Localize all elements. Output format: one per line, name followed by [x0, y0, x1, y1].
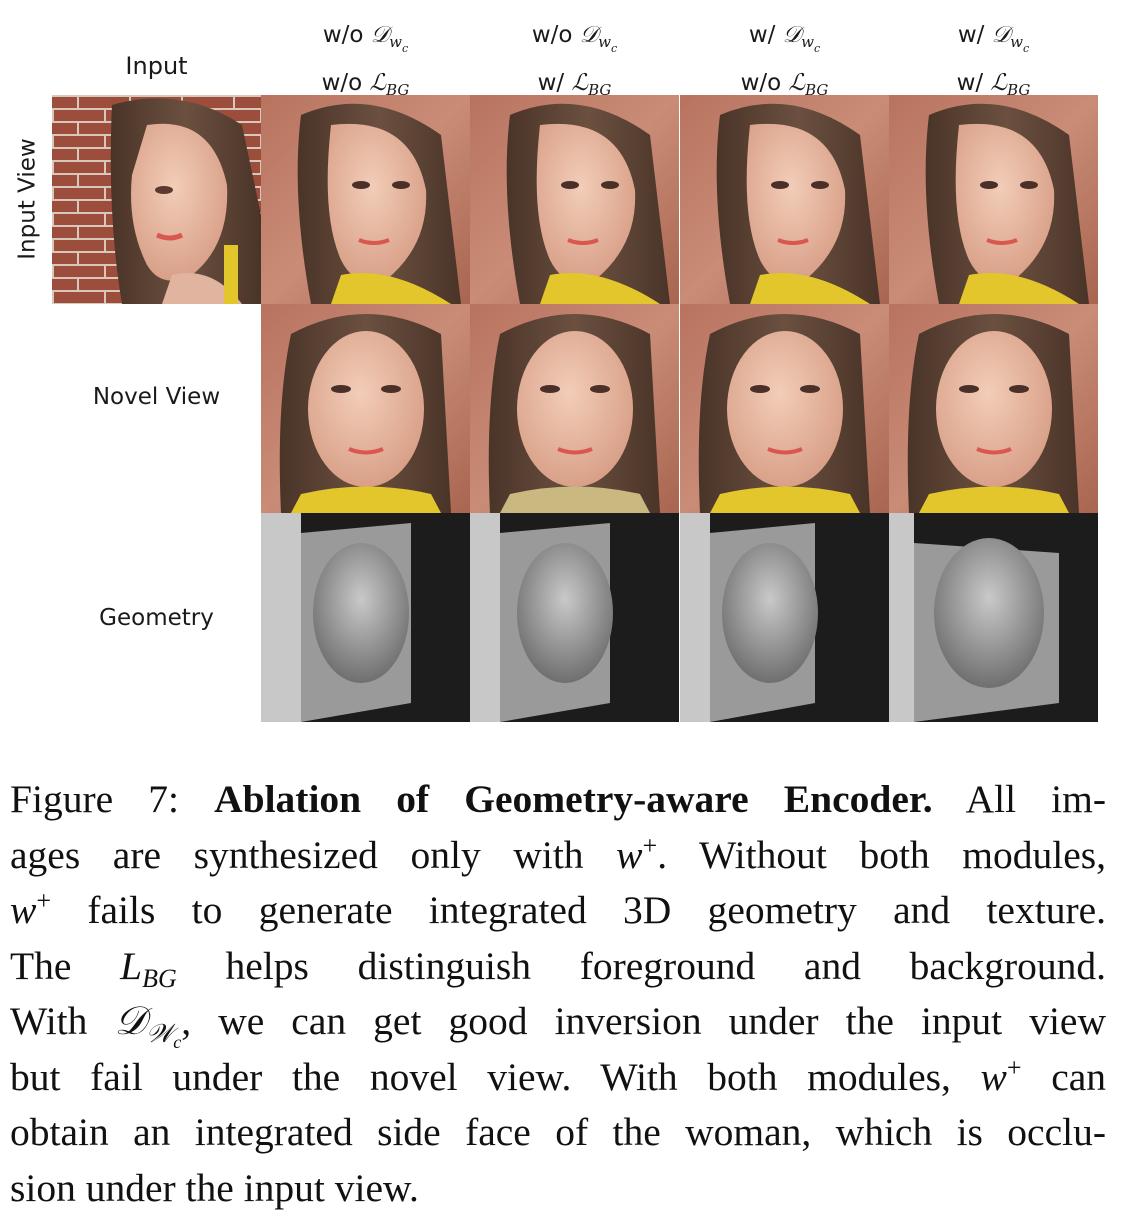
caption-line-1: Figure 7: Ablation of Geometry-aware Enc…: [10, 777, 1107, 821]
col4-line2-prefix: w/: [956, 70, 991, 96]
col1-line1-symbol: 𝒟wc: [370, 22, 409, 55]
column-header-input: Input: [125, 52, 188, 80]
col4-line2-symbol: ℒBG: [990, 70, 1031, 99]
col2-line2-prefix: w/: [537, 70, 572, 96]
col3-line2-prefix: w/o: [740, 70, 789, 96]
column-header-3: w/ 𝒟wc w/o ℒBG: [680, 18, 889, 107]
col1-line2-symbol: ℒBG: [369, 70, 410, 99]
caption-line-6: but fail under the novel view. With both…: [10, 1052, 1107, 1099]
col3-line1-symbol: 𝒟wc: [782, 22, 821, 55]
image-c3-geometry: [680, 513, 889, 722]
image-c3-input-view: [680, 95, 889, 304]
row-label-novel-view: Novel View: [92, 384, 221, 410]
column-header-4: w/ 𝒟wc w/ ℒBG: [889, 18, 1098, 107]
image-c3-novel-view: [680, 304, 889, 513]
caption-line-4: The LBG helps distinguish foreground and…: [10, 943, 1107, 993]
col2-line1-symbol: 𝒟wc: [579, 22, 618, 55]
caption-line-2: ages are synthesized only with w+. Witho…: [10, 830, 1107, 877]
col1-line1-prefix: w/o: [322, 22, 371, 48]
image-c2-novel-view: [470, 304, 679, 513]
image-c1-input-view: [261, 95, 470, 304]
caption-line-5: With 𝒟𝒲c, we can get good inversion unde…: [10, 999, 1106, 1052]
col2-line1-prefix: w/o: [531, 22, 580, 48]
col4-line1-symbol: 𝒟wc: [991, 22, 1030, 55]
image-c4-novel-view: [889, 304, 1098, 513]
image-c4-geometry: [889, 513, 1098, 722]
col1-line2-prefix: w/o: [321, 70, 370, 96]
figure-caption: Figure 7: Ablation of Geometry-aware Enc…: [10, 772, 1106, 1216]
image-c2-input-view: [470, 95, 679, 304]
caption-line-7: obtain an integrated side face of the wo…: [10, 1110, 1106, 1154]
image-c1-novel-view: [261, 304, 470, 513]
image-c1-geometry: [261, 513, 470, 722]
row-label-geometry: Geometry: [99, 605, 214, 631]
caption-line-8: sion under the input view.: [10, 1165, 419, 1210]
column-header-1: w/o 𝒟wc w/o ℒBG: [261, 18, 470, 107]
col2-line2-symbol: ℒBG: [571, 70, 612, 99]
column-header-2: w/o 𝒟wc w/ ℒBG: [470, 18, 679, 107]
image-c2-geometry: [470, 513, 679, 722]
image-c4-input-view: [889, 95, 1098, 304]
col4-line1-prefix: w/: [957, 22, 992, 48]
image-input: [52, 95, 261, 304]
col3-line2-symbol: ℒBG: [788, 70, 829, 99]
col3-line1-prefix: w/: [748, 22, 783, 48]
row-label-input-view: Input View: [15, 138, 42, 260]
caption-line-3: w+ fails to generate integrated 3D geome…: [10, 886, 1106, 933]
